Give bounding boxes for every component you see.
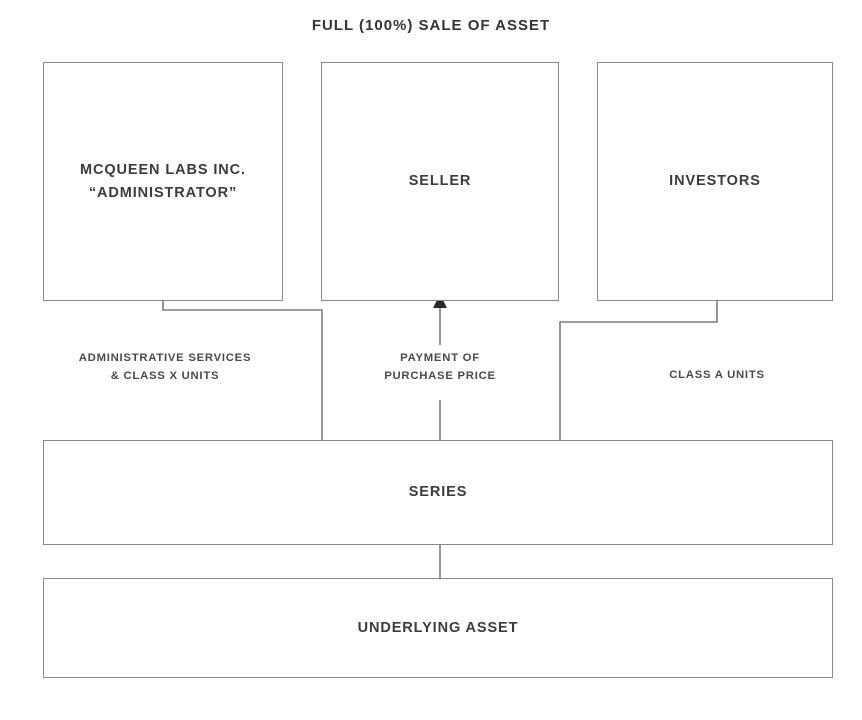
edge-label-administrative-services: ADMINISTRATIVE SERVICES & CLASS X UNITS xyxy=(55,349,275,386)
node-investors[interactable]: INVESTORS xyxy=(597,62,833,301)
connector-administrator-to-series xyxy=(162,301,323,440)
node-underlying-asset[interactable]: UNDERLYING ASSET xyxy=(43,578,833,678)
node-seller-label: SELLER xyxy=(408,173,472,190)
node-investors-label: INVESTORS xyxy=(669,173,761,190)
node-seller[interactable]: SELLER xyxy=(321,62,559,301)
node-underlying-asset-label: UNDERLYING ASSET xyxy=(357,619,519,636)
page-title: FULL (100%) SALE OF ASSET xyxy=(311,17,551,34)
edge-label-class-a-units: CLASS A UNITS xyxy=(637,366,797,385)
edge-label-payment-of-purchase-price: PAYMENT OF PURCHASE PRICE xyxy=(355,349,525,386)
node-administrator[interactable]: MCQUEEN LABS INC. “ADMINISTRATOR” xyxy=(43,62,283,301)
connector-investors-to-series xyxy=(559,301,718,440)
node-administrator-label: MCQUEEN LABS INC. “ADMINISTRATOR” xyxy=(80,162,246,201)
arrowhead-up-icon xyxy=(433,294,447,308)
node-series[interactable]: SERIES xyxy=(43,440,833,545)
node-series-label: SERIES xyxy=(408,484,468,501)
